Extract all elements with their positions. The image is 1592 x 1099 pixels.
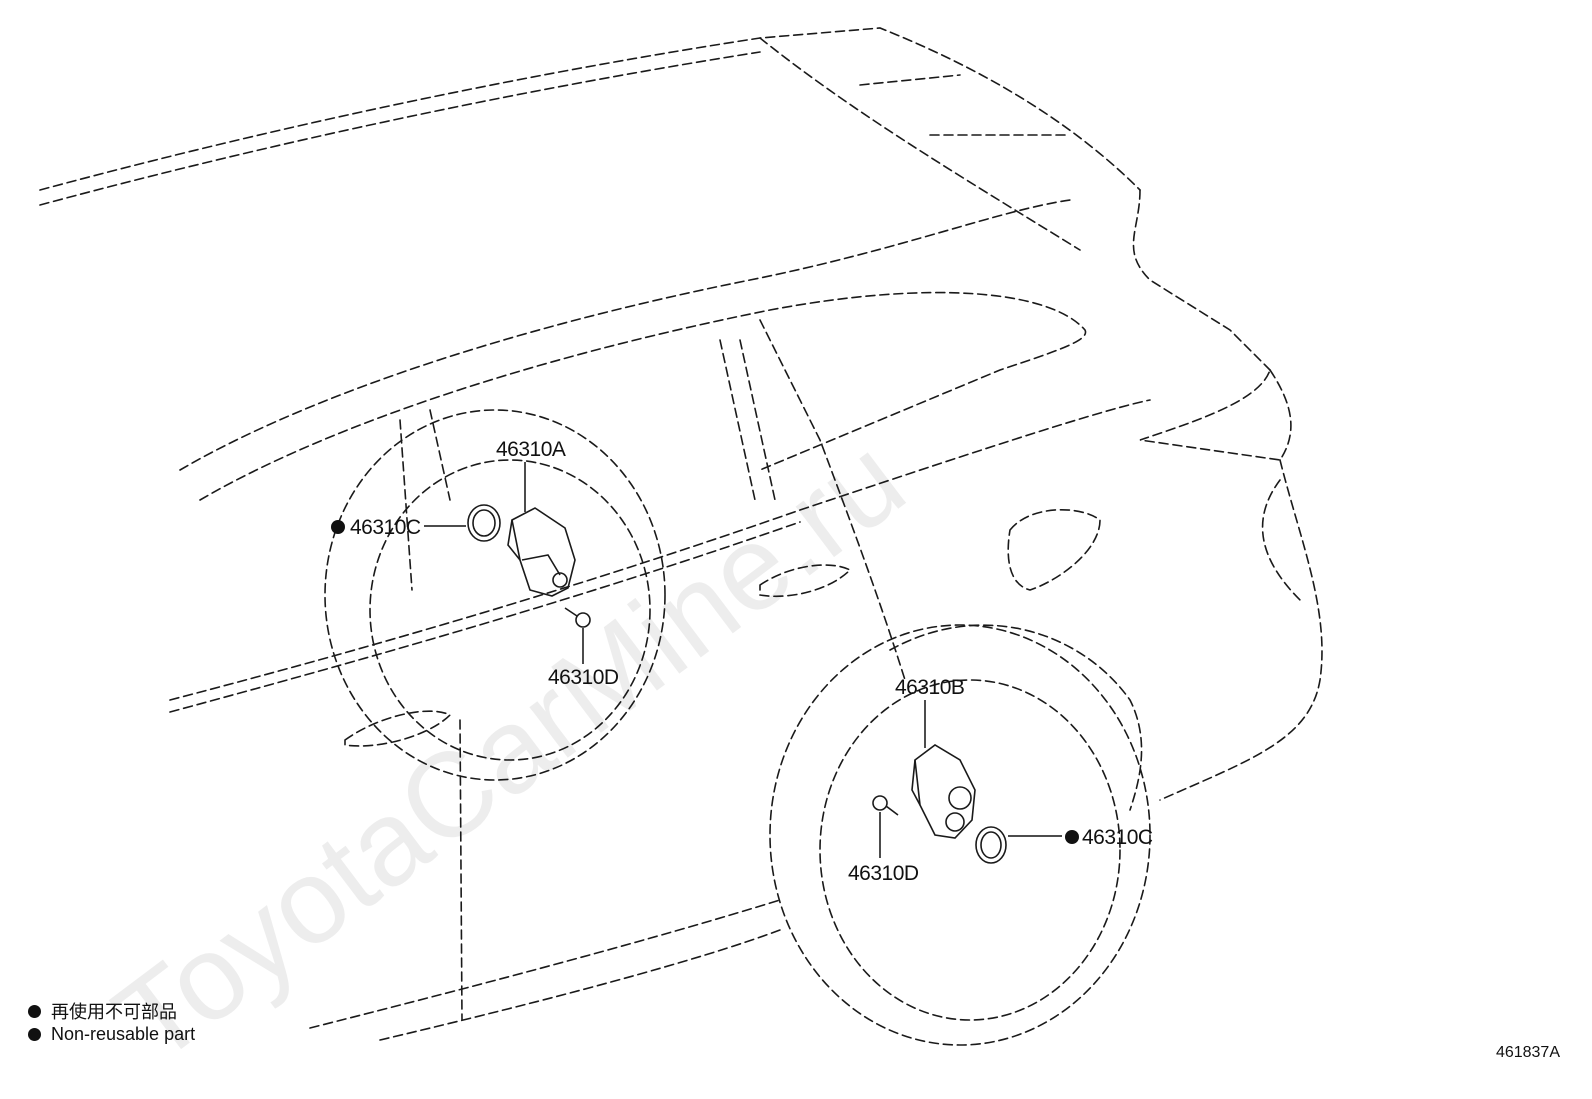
part-label-46310c-upper[interactable]: 46310C	[350, 516, 421, 539]
bolt-upper-drawing	[564, 607, 591, 628]
diagram-code: 461837A	[1495, 1044, 1560, 1061]
legend-english-text: Non-reusable part	[51, 1024, 196, 1044]
non-reusable-marker-lower-icon	[1065, 830, 1079, 844]
o-ring-upper-drawing	[467, 504, 501, 542]
legend-japanese-text: 再使用不可部品	[51, 1002, 177, 1022]
part-label-46310b[interactable]: 46310B	[895, 676, 965, 699]
o-ring-lower-drawing	[975, 826, 1007, 864]
non-reusable-marker-upper-icon	[331, 520, 345, 534]
filled-circle-icon	[28, 1004, 41, 1018]
part-label-46310a[interactable]: 46310A	[496, 438, 566, 461]
bolt-lower-drawing	[872, 795, 899, 816]
sensor-46310b-drawing	[911, 744, 976, 839]
legend-japanese: 再使用不可部品	[28, 998, 177, 1024]
part-label-46310d-lower[interactable]: 46310D	[848, 862, 919, 885]
filled-circle-icon	[28, 1028, 41, 1041]
part-label-46310d-upper[interactable]: 46310D	[548, 666, 619, 689]
legend-english: Non-reusable part	[28, 1024, 195, 1045]
sensor-46310a-drawing	[507, 507, 576, 597]
vehicle-body-outline	[39, 27, 1323, 1046]
part-label-46310c-lower[interactable]: 46310C	[1082, 826, 1153, 849]
